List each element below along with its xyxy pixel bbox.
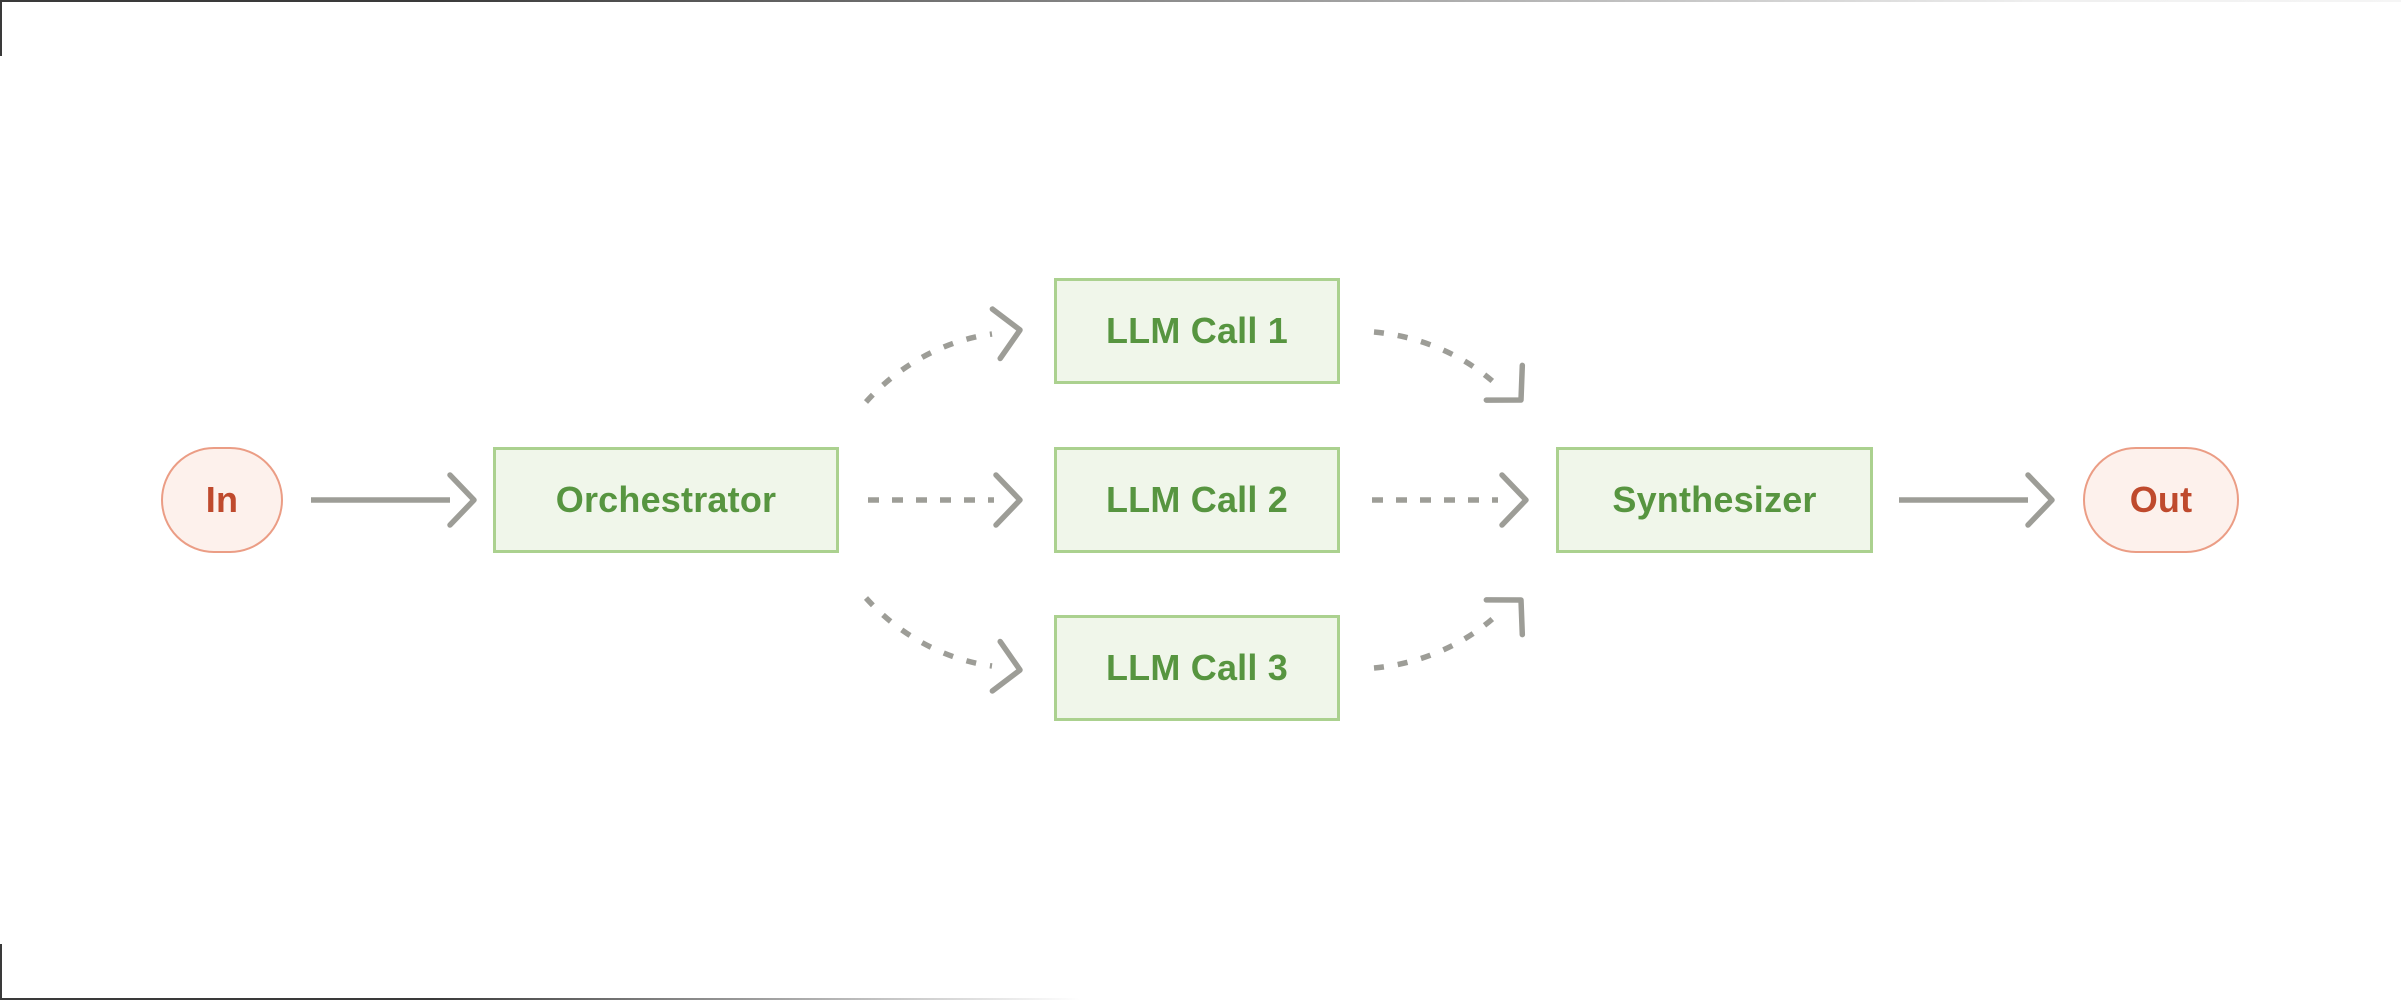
arrow-orchestrator-to-llm2 — [868, 472, 1023, 528]
arrow-llm1-to-synthesizer — [1373, 329, 1526, 403]
arrow-synthesizer-to-out — [1899, 472, 2055, 528]
node-input: In — [161, 447, 283, 553]
node-llm-call-2-label: LLM Call 2 — [1105, 479, 1289, 520]
node-orchestrator-label: Orchestrator — [555, 479, 777, 520]
arrow-in-to-orchestrator — [311, 472, 477, 528]
node-output: Out — [2083, 447, 2239, 553]
arrow-orchestrator-to-llm3 — [863, 596, 1023, 694]
node-llm-call-3: LLM Call 3 — [1054, 615, 1340, 721]
node-output-label: Out — [2129, 479, 2193, 520]
node-synthesizer-label: Synthesizer — [1612, 479, 1817, 520]
node-llm-call-2: LLM Call 2 — [1054, 447, 1340, 553]
node-orchestrator: Orchestrator — [493, 447, 839, 553]
node-llm-call-3-label: LLM Call 3 — [1105, 647, 1289, 688]
node-llm-call-1-label: LLM Call 1 — [1105, 310, 1289, 351]
arrow-llm2-to-synthesizer — [1372, 472, 1529, 528]
arrow-llm3-to-synthesizer — [1373, 597, 1526, 671]
frame-border-left-bottom — [0, 944, 2, 1000]
frame-border-left-top — [0, 0, 2, 56]
node-synthesizer: Synthesizer — [1556, 447, 1873, 553]
frame-border-top — [0, 0, 2401, 2]
node-llm-call-1: LLM Call 1 — [1054, 278, 1340, 384]
frame-border-bottom — [0, 998, 1081, 1000]
node-input-label: In — [205, 479, 239, 520]
arrow-orchestrator-to-llm1 — [863, 306, 1023, 404]
